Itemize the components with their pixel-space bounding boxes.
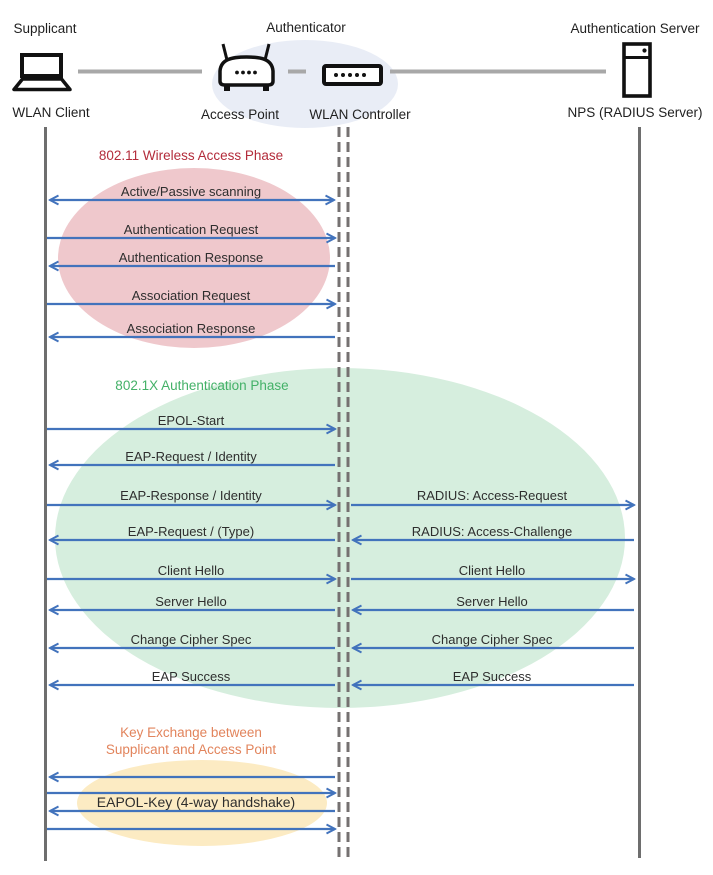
actor-label-wlan-client: WLAN Client (12, 105, 90, 120)
message-label-eap-request-type: EAP-Request / (Type) (127, 524, 255, 539)
message-label-epol-start: EPOL-Start (157, 413, 225, 428)
message-label-radius-access-request: RADIUS: Access-Request (416, 488, 568, 503)
message-label-association-request: Association Request (131, 288, 251, 303)
actor-label-nps-radius-server: NPS (RADIUS Server) (567, 105, 703, 120)
laptop-icon (12, 53, 72, 92)
phase2-title: 802.1X Authentication Phase (115, 378, 289, 393)
phase1-title: 802.11 Wireless Access Phase (98, 148, 284, 163)
message-label-active-passive-scanning: Active/Passive scanning (120, 184, 262, 199)
message-label-eap-success-left: EAP Success (151, 669, 231, 684)
message-label-authentication-request: Authentication Request (123, 222, 259, 237)
message-label-eap-success-right: EAP Success (452, 669, 532, 684)
phase3-title-line1: Key Exchange between (120, 725, 262, 740)
message-label-client-hello-right: Client Hello (458, 563, 526, 578)
phase3-ellipse (77, 760, 327, 846)
message-label-eap-response-identity: EAP-Response / Identity (120, 488, 262, 503)
server-icon (622, 42, 652, 98)
access-point-icon (218, 43, 275, 91)
message-label-change-cipher-spec-right: Change Cipher Spec (431, 632, 553, 647)
role-label-supplicant: Supplicant (13, 21, 77, 36)
message-label-server-hello-right: Server Hello (456, 594, 528, 609)
message-label-eap-request-identity: EAP-Request / Identity (125, 449, 257, 464)
message-label-association-response: Association Response (126, 321, 256, 336)
actor-label-access-point: Access Point (200, 107, 280, 122)
wlan-controller-icon (322, 64, 383, 86)
role-label-authentication-server: Authentication Server (570, 21, 700, 36)
message-label-radius-access-challenge: RADIUS: Access-Challenge (411, 524, 573, 539)
message-label-change-cipher-spec-left: Change Cipher Spec (130, 632, 252, 647)
role-label-authenticator: Authenticator (266, 20, 346, 35)
message-label-client-hello-left: Client Hello (157, 563, 225, 578)
message-label-eapol-key-handshake: EAPOL-Key (4-way handshake) (96, 794, 296, 810)
phase3-title-line2: Supplicant and Access Point (105, 742, 277, 757)
actor-label-wlan-controller: WLAN Controller (309, 107, 411, 122)
message-arrows (47, 200, 634, 829)
message-label-server-hello-left: Server Hello (155, 594, 227, 609)
message-label-authentication-response: Authentication Response (118, 250, 264, 265)
